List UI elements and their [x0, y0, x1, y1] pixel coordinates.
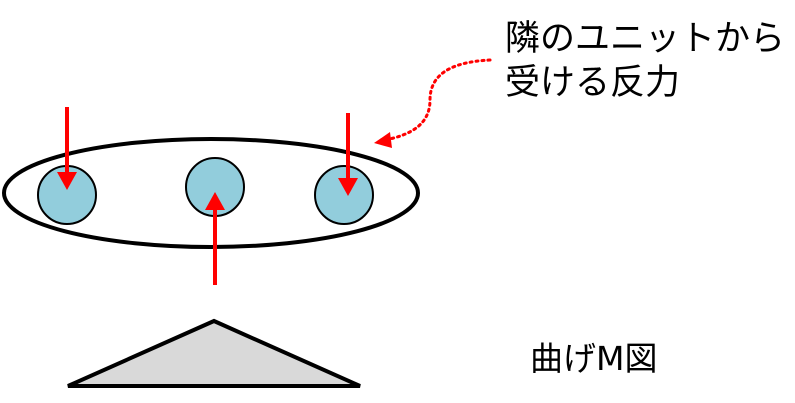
reaction-label-line1: 隣のユニットから — [505, 19, 786, 59]
left-down-arrow — [57, 107, 77, 190]
center-up-arrow — [205, 192, 225, 285]
bending-moment-triangle — [67, 318, 361, 388]
reaction-label-line2: 受ける反力 — [505, 63, 681, 103]
right-down-arrow — [338, 113, 358, 196]
right-circle — [314, 165, 374, 225]
dotted-pointer-arrow — [374, 58, 492, 148]
bending-moment-label: 曲げM図 — [530, 339, 658, 378]
